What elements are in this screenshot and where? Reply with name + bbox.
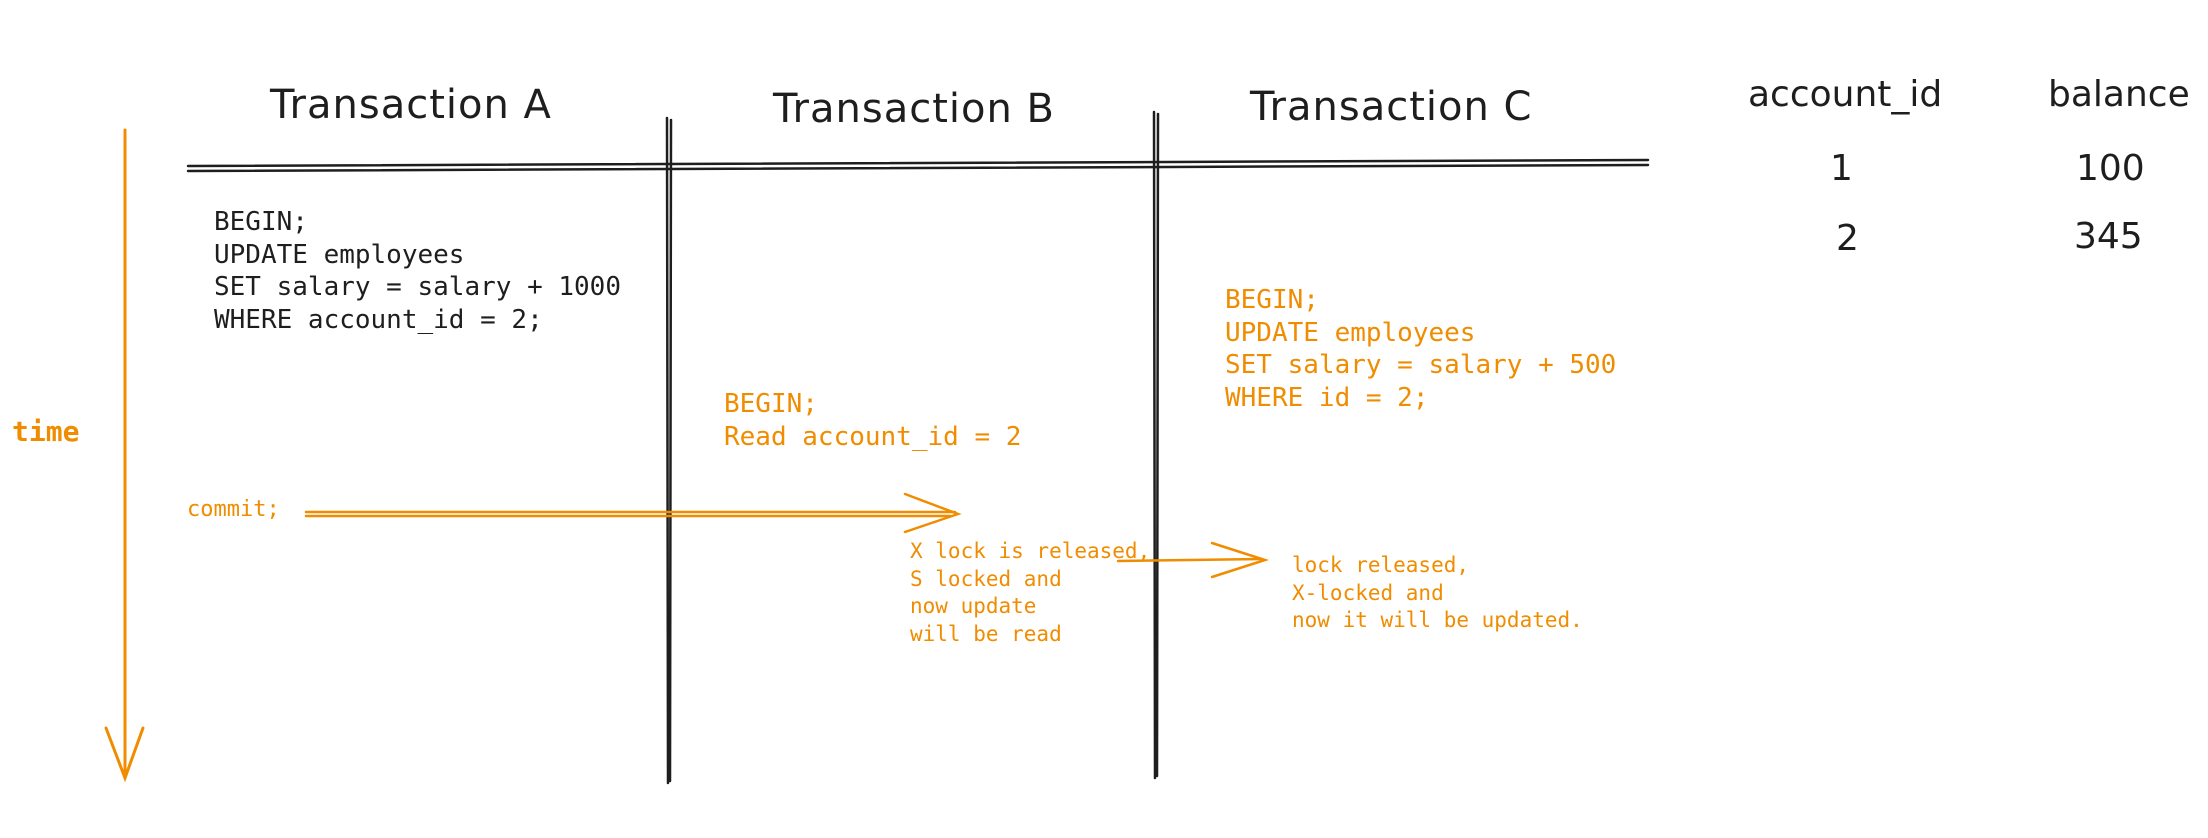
- note-line: S locked and: [910, 566, 1062, 591]
- statement-line: BEGIN;: [214, 207, 308, 237]
- lock-release-arrow-icon: [1116, 541, 1270, 579]
- header-transaction-b: Transaction B: [773, 86, 1055, 132]
- commit-arrow-icon: [304, 492, 962, 534]
- transaction-c-note: lock released, X-locked and now it will …: [1292, 552, 1583, 635]
- statement-line: UPDATE employees: [1225, 317, 1476, 348]
- statement-line: SET salary = salary + 500: [1225, 350, 1617, 380]
- header-transaction-a: Transaction A: [270, 82, 552, 128]
- statement-line: Read account_id = 2: [724, 421, 1022, 452]
- header-transaction-c: Transaction C: [1250, 84, 1533, 130]
- statement-line: SET salary = salary + 1000: [214, 272, 621, 302]
- note-line: now update: [910, 594, 1037, 618]
- transaction-b-note: X lock is released, S locked and now upd…: [910, 538, 1150, 648]
- table-cell-balance: 100: [2076, 148, 2145, 189]
- note-line: now it will be updated.: [1292, 608, 1583, 632]
- time-arrow-icon: [104, 128, 145, 783]
- note-line: X lock is released,: [910, 539, 1151, 563]
- transaction-b-statements: BEGIN; Read account_id = 2: [724, 388, 1021, 453]
- statement-line: WHERE id = 2;: [1225, 382, 1429, 413]
- note-line: X-locked and: [1292, 580, 1444, 605]
- column-dividers: [665, 110, 1160, 785]
- statement-line: UPDATE employees: [214, 239, 465, 270]
- table-cell-account-id: 1: [1830, 148, 1853, 189]
- time-label: time: [12, 415, 80, 448]
- transaction-a-statements: BEGIN; UPDATE employees SET salary = sal…: [214, 206, 621, 336]
- table-header-balance: balance: [2048, 74, 2190, 115]
- note-line: will be read: [910, 621, 1062, 646]
- note-line: lock released,: [1292, 553, 1470, 577]
- transaction-c-statements: BEGIN; UPDATE employees SET salary = sal…: [1225, 284, 1616, 414]
- table-cell-account-id: 2: [1836, 218, 1859, 259]
- statement-line: BEGIN;: [724, 389, 818, 419]
- table-header-account-id: account_id: [1748, 74, 1943, 115]
- header-underline: [186, 158, 1650, 173]
- statement-line: WHERE account_id = 2;: [214, 304, 543, 335]
- statement-line: BEGIN;: [1225, 285, 1319, 315]
- commit-label: commit;: [187, 497, 280, 522]
- table-cell-balance: 345: [2074, 216, 2143, 257]
